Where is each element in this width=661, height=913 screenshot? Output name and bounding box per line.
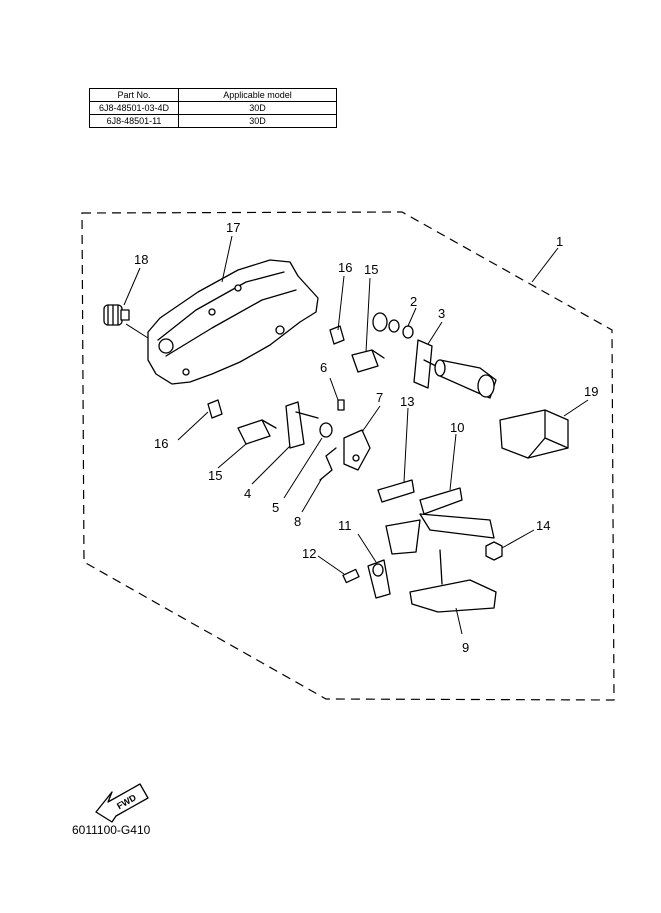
washer-part-5 [319, 422, 333, 438]
rod-part-13 [377, 479, 415, 503]
callout-10: 10 [450, 420, 464, 435]
diagram-code: 6011100-G410 [72, 823, 151, 837]
clip-part-16-upper [329, 325, 345, 345]
callout-18: 18 [134, 252, 148, 267]
callout-13: 13 [400, 394, 414, 409]
table-row: 6J8-48501-11 30D [89, 114, 337, 128]
callout-16-lower: 16 [154, 436, 168, 451]
callout-15-lower: 15 [208, 468, 222, 483]
collar-part-2 [372, 312, 414, 339]
callout-11: 11 [338, 518, 352, 533]
shaft-assembly [434, 359, 497, 399]
cover-part-17 [147, 259, 319, 385]
callout-14: 14 [536, 518, 550, 533]
callout-3: 3 [438, 306, 445, 321]
applicable-model-table: Part No. Applicable model 6J8-48501-03-4… [89, 88, 337, 128]
pin-part-6 [337, 399, 345, 411]
spring-part-8 [319, 447, 337, 481]
callout-8: 8 [294, 514, 301, 529]
lever-part-11 [367, 559, 391, 599]
bracket-part-10 [419, 487, 495, 539]
callout-12: 12 [302, 546, 316, 561]
pin-part-12 [342, 568, 360, 584]
callout-7: 7 [376, 390, 383, 405]
table-header-row: Part No. Applicable model [89, 88, 337, 102]
leader-lines [123, 235, 589, 635]
callout-9: 9 [462, 640, 469, 655]
box-part-19 [499, 409, 569, 459]
joint-part-15-lower [237, 419, 277, 445]
callout-17: 17 [226, 220, 240, 235]
table-row: 6J8-48501-03-4D 30D [89, 101, 337, 115]
callout-19: 19 [584, 384, 598, 399]
lever-part-3 [413, 339, 441, 389]
callout-15-upper: 15 [364, 262, 378, 277]
callout-1: 1 [556, 234, 563, 249]
assembly-boundary [81, 211, 615, 701]
clip-part-16-lower [207, 399, 223, 419]
bracket-part-9 [385, 519, 497, 613]
fwd-arrow-icon [95, 783, 149, 823]
nut-part-14 [485, 541, 503, 561]
callout-6: 6 [320, 360, 327, 375]
callout-16-upper: 16 [338, 260, 352, 275]
knob-part-18 [103, 304, 130, 326]
joint-part-15-upper [351, 349, 385, 373]
lever-part-7 [343, 429, 371, 471]
cell-model: 30D [178, 114, 337, 128]
lever-part-4 [285, 401, 319, 449]
callout-5: 5 [272, 500, 279, 515]
callout-2: 2 [410, 294, 417, 309]
callout-4: 4 [244, 486, 251, 501]
